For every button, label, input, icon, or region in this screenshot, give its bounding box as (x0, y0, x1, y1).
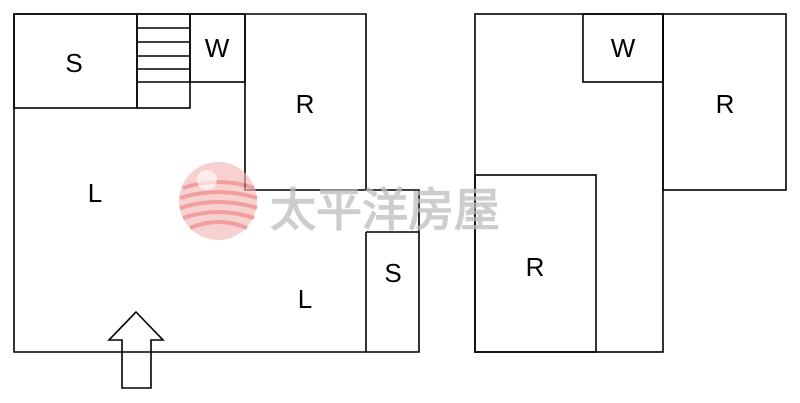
room-label-room-right: R (296, 89, 315, 119)
right-room-top-walls (662, 13, 787, 191)
room-label-wc-top: W (205, 33, 230, 63)
room-label-room-top-right: R (716, 89, 735, 119)
room-label-storage-top-left: S (65, 48, 82, 78)
room-label-living-lower: L (298, 284, 312, 314)
left-unit (13, 13, 420, 389)
watermark-text: 太平洋房屋 (270, 183, 500, 237)
stairs-icon (137, 27, 190, 83)
right-unit-outline (474, 13, 664, 353)
up-arrow-icon (107, 310, 165, 389)
wave-globe-logo (179, 162, 258, 240)
room-labels: S W R L L S W R R (65, 33, 734, 314)
watermark: 太平洋房屋 (179, 162, 500, 240)
room-label-wc-right-unit: W (611, 33, 636, 63)
right-room-bottom-walls (474, 174, 597, 353)
left-unit-outline (13, 13, 420, 353)
room-label-living-main: L (88, 178, 102, 208)
room-label-storage-right: S (384, 258, 401, 288)
room-label-room-bottom-left: R (526, 252, 545, 282)
right-unit (474, 13, 787, 353)
